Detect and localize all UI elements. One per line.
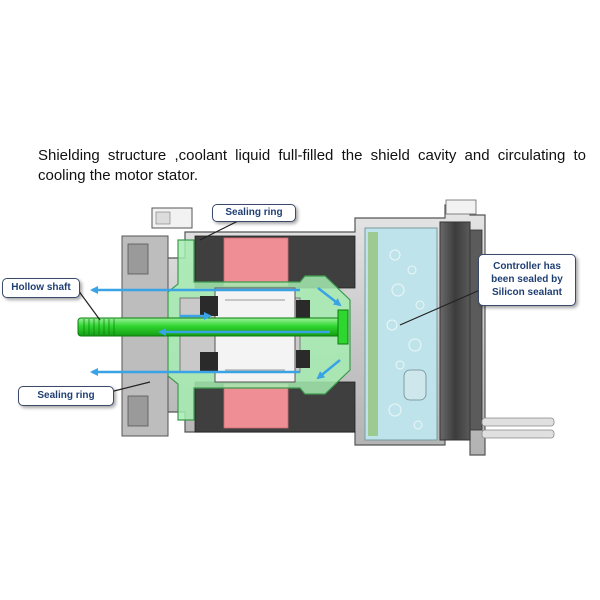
hollow-shaft-label: Hollow shaft bbox=[2, 278, 80, 298]
sealing-ring-top-label: Sealing ring bbox=[212, 204, 296, 222]
controller-label: Controller has been sealed by Silicon se… bbox=[478, 254, 576, 306]
sealing-ring-bottom-label: Sealing ring bbox=[18, 386, 114, 406]
callout-leaders bbox=[77, 219, 481, 393]
outlet-tubes bbox=[481, 417, 555, 439]
controller-compartment bbox=[364, 227, 438, 441]
coolant-flow-arrows bbox=[90, 286, 342, 380]
stator-windings bbox=[223, 237, 289, 429]
caption-text: Shielding structure ,coolant liquid full… bbox=[38, 147, 586, 184]
